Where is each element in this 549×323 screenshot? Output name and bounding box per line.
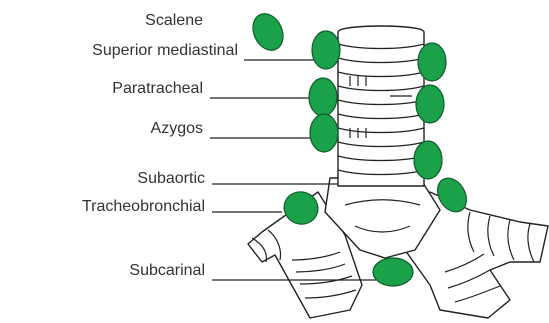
label-paratracheal: Paratracheal [112,80,203,98]
label-scalene: Scalene [145,12,203,30]
label-superior-mediastinal: Superior mediastinal [92,42,238,60]
label-subaortic: Subaortic [137,170,205,188]
label-subcarinal: Subcarinal [129,262,205,280]
label-azygos: Azygos [151,120,203,138]
label-tracheobronchial: Tracheobronchial [82,198,205,216]
